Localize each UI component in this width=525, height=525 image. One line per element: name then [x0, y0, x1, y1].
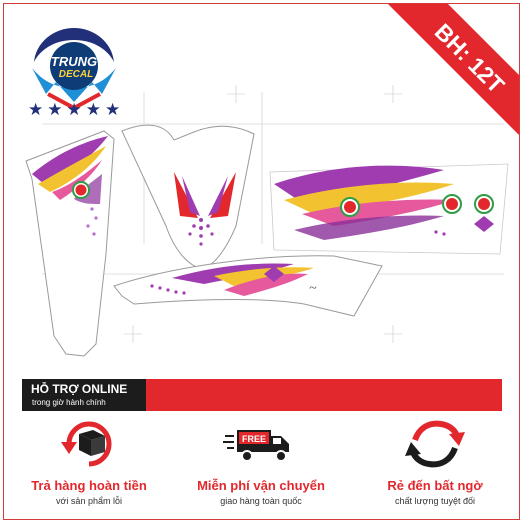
- product-frame: ~ TRUNG DECAL ★★★: [3, 3, 520, 520]
- feature-cheap-subtitle: chất lượng tuyệt đối: [395, 496, 475, 506]
- support-subtitle: trong giờ hành chính: [32, 398, 106, 407]
- support-box[interactable]: HỖ TRỢ ONLINE trong giờ hành chính: [22, 379, 146, 411]
- star-icon: ★: [28, 100, 48, 119]
- front-shield-panel: [121, 124, 255, 270]
- free-shipping-truck-icon: FREE: [223, 430, 289, 462]
- feature-free-shipping-subtitle: giao hàng toàn quốc: [220, 496, 302, 506]
- left-side-panel: [25, 130, 115, 357]
- rating-stars: ★★★★★: [28, 100, 134, 122]
- brand-logo-icon: TRUNG DECAL: [32, 28, 116, 111]
- logo-text-bottom: DECAL: [59, 69, 93, 80]
- feature-cheap: Rẻ đến bất ngờ chất lượng tuyệt đối: [350, 416, 519, 506]
- brand-logo: TRUNG DECAL: [28, 22, 120, 114]
- feature-return-title: Trả hàng hoàn tiền: [31, 478, 147, 493]
- warranty-ribbon: BH: 12T: [346, 4, 519, 177]
- feature-free-shipping-title: Miễn phí vận chuyển: [197, 478, 325, 493]
- star-icon: ★: [85, 100, 105, 119]
- feature-return-subtitle: với sản phẩm lỗi: [56, 496, 122, 506]
- feature-return: Trả hàng hoàn tiền với sản phẩm lỗi: [4, 416, 174, 506]
- decal-artwork: ~: [25, 85, 509, 357]
- lower-long-panel: ~: [113, 255, 383, 317]
- free-badge: FREE: [242, 434, 266, 444]
- star-icon: ★: [66, 100, 86, 119]
- warranty-ribbon-shape: BH: 12T: [388, 4, 519, 135]
- return-box-icon: [61, 421, 112, 467]
- refresh-arrows-icon: [405, 420, 465, 468]
- right-tail-panel: [269, 163, 509, 255]
- feature-cheap-title: Rẻ đến bất ngờ: [387, 478, 483, 493]
- logo-text-top: TRUNG: [51, 54, 97, 69]
- star-icon: ★: [105, 100, 125, 119]
- star-icon: ★: [47, 100, 67, 119]
- support-title: HỖ TRỢ ONLINE: [31, 382, 128, 396]
- feature-free-shipping: FREE Miễn phí vận chuyển giao hàng toàn …: [176, 416, 346, 506]
- script-logo-lower: ~: [309, 281, 317, 296]
